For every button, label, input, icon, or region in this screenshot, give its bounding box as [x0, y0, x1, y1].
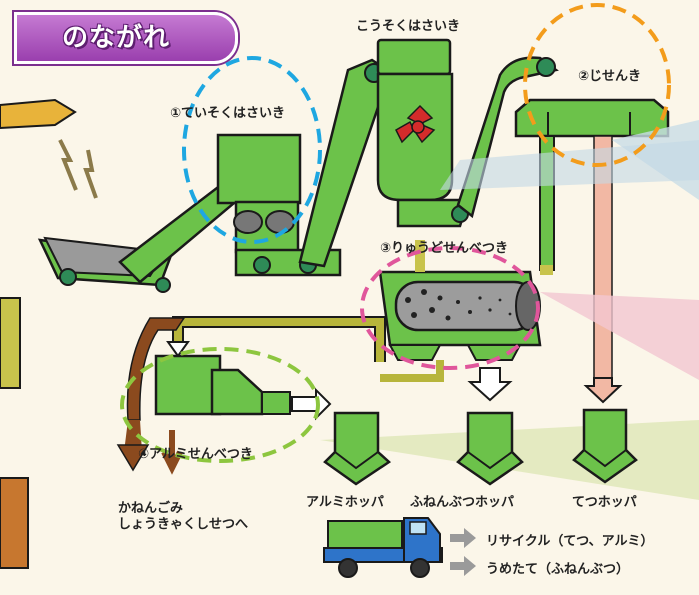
light-beam-pink: [540, 292, 699, 380]
highlight-circle-3: [360, 246, 540, 370]
label-low-speed-crusher: ①ていそくはさいき: [170, 106, 286, 121]
label-landfill: うめたて（ふねんぶつ）: [486, 562, 630, 577]
highlight-circle-2: [523, 3, 671, 167]
lift-conveyor-1: [298, 58, 392, 268]
chutes: [166, 316, 444, 382]
page-title: のながれ: [62, 23, 171, 53]
hopper-iron: [572, 408, 638, 484]
arrow-to-iron: [583, 377, 623, 404]
arrow-to-noncombustible: [467, 367, 513, 402]
highlight-circle-4: [120, 347, 320, 463]
feed-conveyor: [37, 173, 248, 293]
label-aluminum-hopper: アルミホッパ: [306, 495, 384, 510]
title-badge: [14, 12, 238, 64]
arrow-landfill-icon: [450, 556, 476, 576]
arrow-recycle-icon: [450, 528, 476, 548]
label-incinerable-line2: しょうきゃくしせつへ: [118, 517, 249, 532]
highlight-circle-1: [182, 56, 322, 244]
truck-icon: [323, 517, 443, 578]
label-iron-hopper: てつホッパ: [572, 495, 637, 510]
label-grain-size-separator: ③りゅうどせんべつき: [380, 241, 509, 256]
hopper-aluminum: [323, 411, 392, 486]
aluminum-separator: [154, 354, 332, 421]
low-speed-crusher: [216, 133, 342, 277]
label-recycle: リサイクル（てつ、アルミ）: [486, 534, 654, 549]
label-noncombustible-hopper: ふねんぶつホッパ: [410, 495, 515, 510]
label-magnetic-separator: ②じせんき: [578, 69, 642, 84]
label-aluminum-separator: ④アルミせんべつき: [138, 447, 253, 462]
label-high-speed-crusher: こうそくはさいき: [356, 19, 461, 34]
hopper-noncombustible: [456, 411, 524, 486]
left-edge-decoration: [0, 98, 98, 569]
high-speed-crusher: [376, 38, 470, 228]
trommel-separator: [378, 240, 553, 361]
lift-conveyor-2: [456, 56, 559, 219]
label-incinerable-line1: かねんごみ: [118, 501, 184, 516]
